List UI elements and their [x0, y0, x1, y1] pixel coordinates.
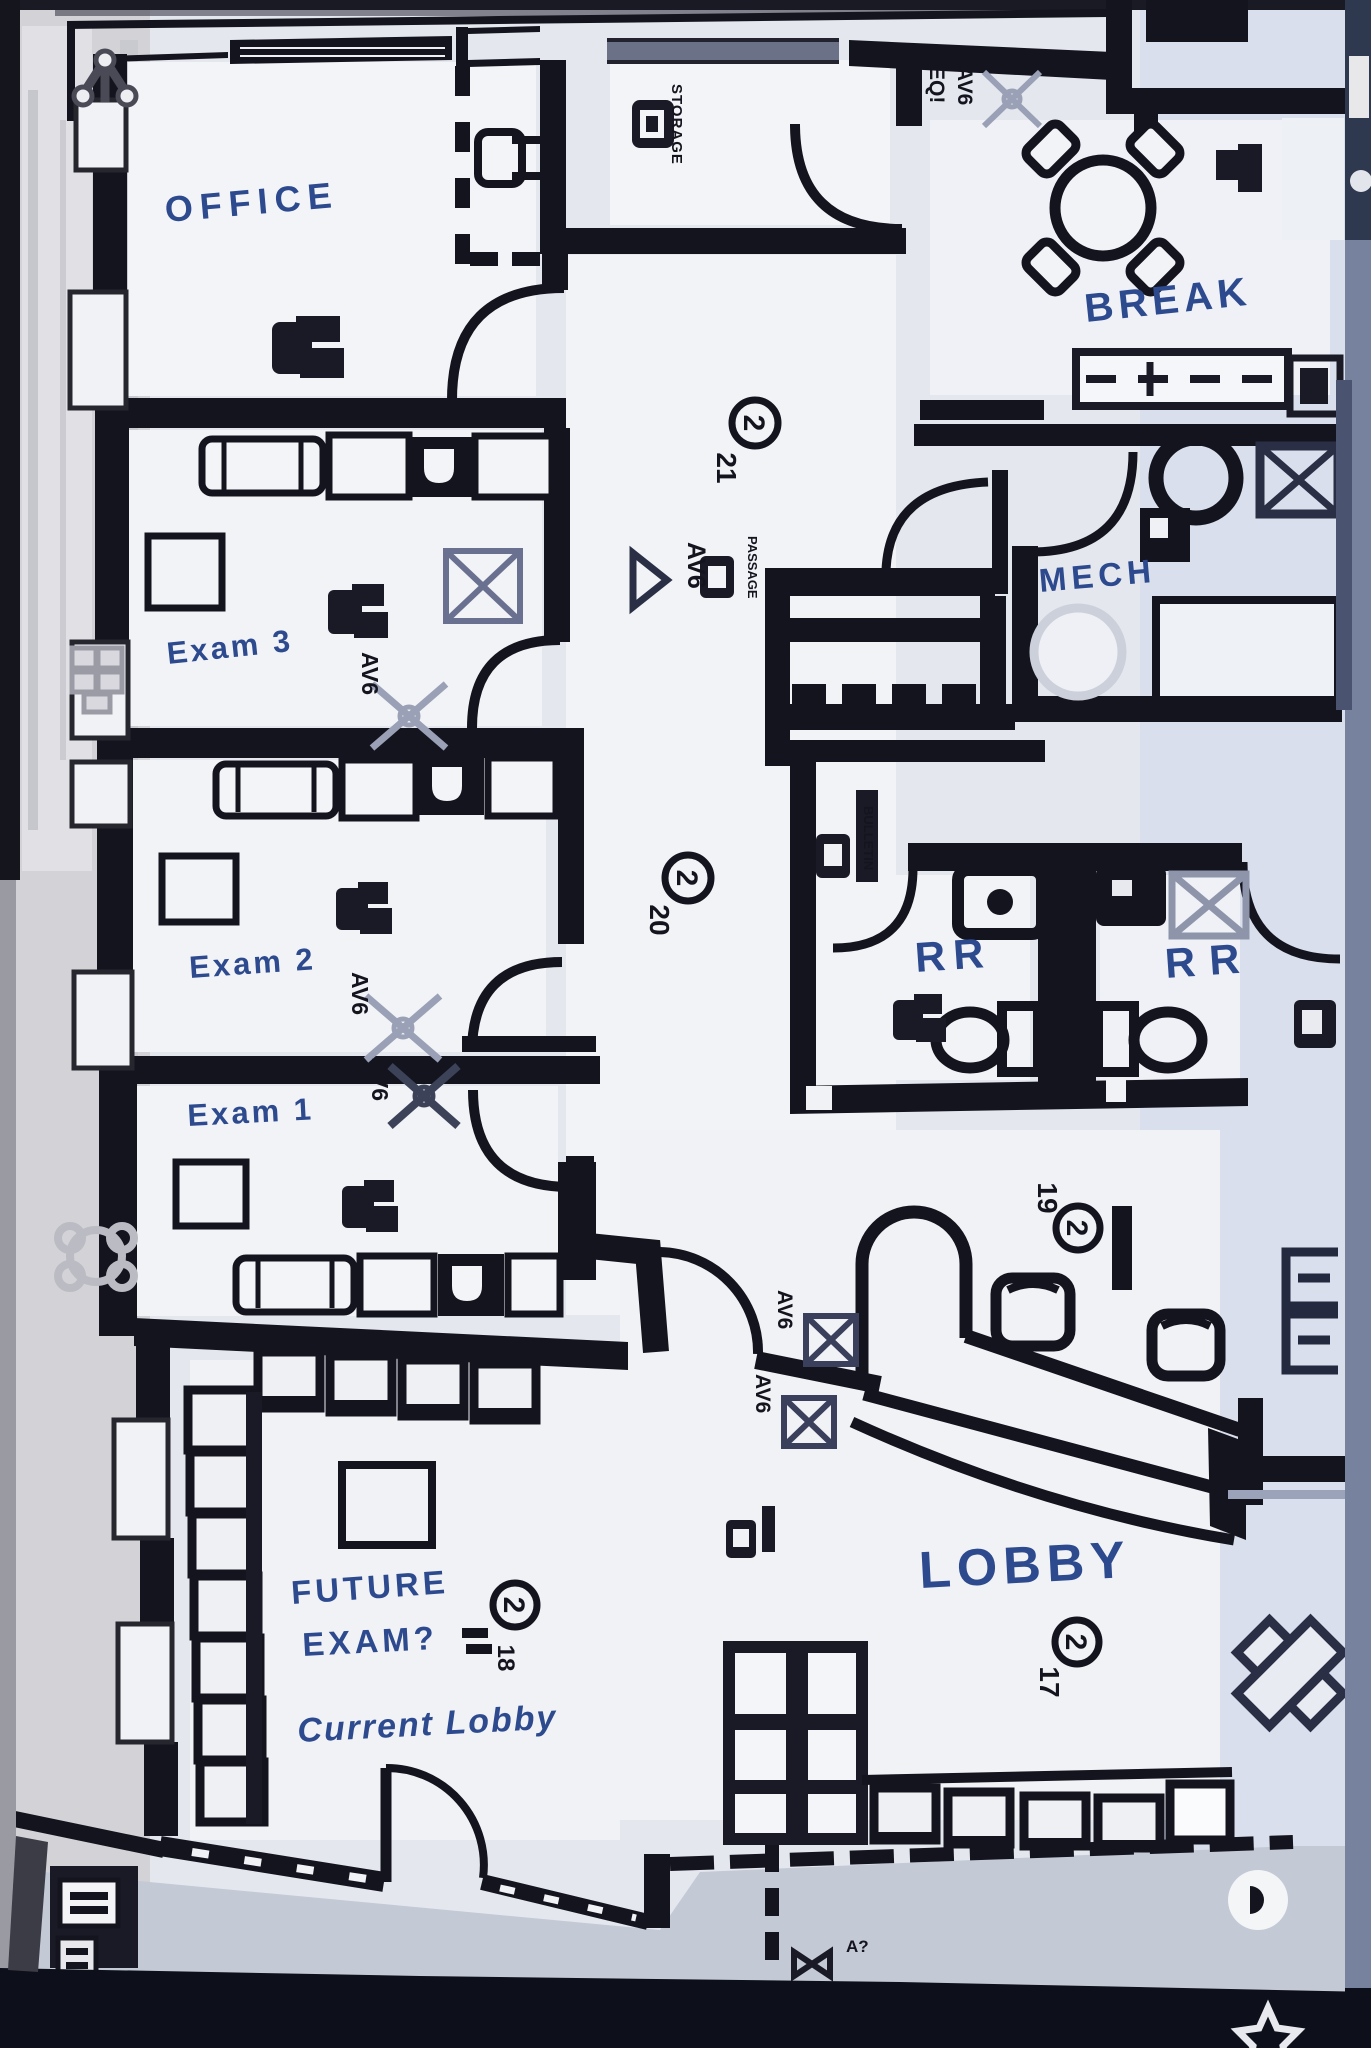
svg-text:PASSAGE: PASSAGE [745, 536, 760, 599]
svg-text:AV6: AV6 [347, 972, 373, 1015]
svg-text:A?: A? [846, 1937, 869, 1956]
svg-text:2: 2 [497, 1597, 530, 1614]
svg-text:AV6: AV6 [367, 1058, 393, 1101]
svg-text:EXAM?: EXAM? [301, 1619, 438, 1663]
svg-text:AV6: AV6 [357, 652, 383, 695]
svg-text:EQ!: EQ! [925, 66, 948, 103]
svg-text:AV6: AV6 [773, 1290, 796, 1329]
svg-text:LOBBY: LOBBY [918, 1531, 1133, 1600]
svg-text:17: 17 [1034, 1666, 1065, 1697]
svg-text:STORAGE: STORAGE [668, 84, 685, 165]
svg-text:AV6: AV6 [682, 542, 710, 589]
svg-text:RR: RR [1163, 934, 1255, 987]
svg-text:2: 2 [1059, 1634, 1092, 1651]
svg-text:21: 21 [711, 452, 742, 483]
svg-text:RECEPT: RECEPT [1119, 1214, 1134, 1267]
svg-text:2: 2 [670, 870, 703, 887]
svg-text:20: 20 [644, 904, 675, 935]
svg-text:RR: RR [913, 929, 993, 981]
svg-text:BULLETIN: BULLETIN [861, 806, 876, 870]
svg-text:18: 18 [492, 1645, 519, 1672]
svg-text:2: 2 [737, 415, 770, 432]
svg-text:Exam 1: Exam 1 [187, 1091, 315, 1133]
svg-text:2: 2 [1060, 1220, 1093, 1237]
svg-text:AV6: AV6 [953, 66, 976, 105]
svg-text:AV6: AV6 [751, 1374, 774, 1413]
svg-text:19: 19 [1032, 1182, 1063, 1213]
